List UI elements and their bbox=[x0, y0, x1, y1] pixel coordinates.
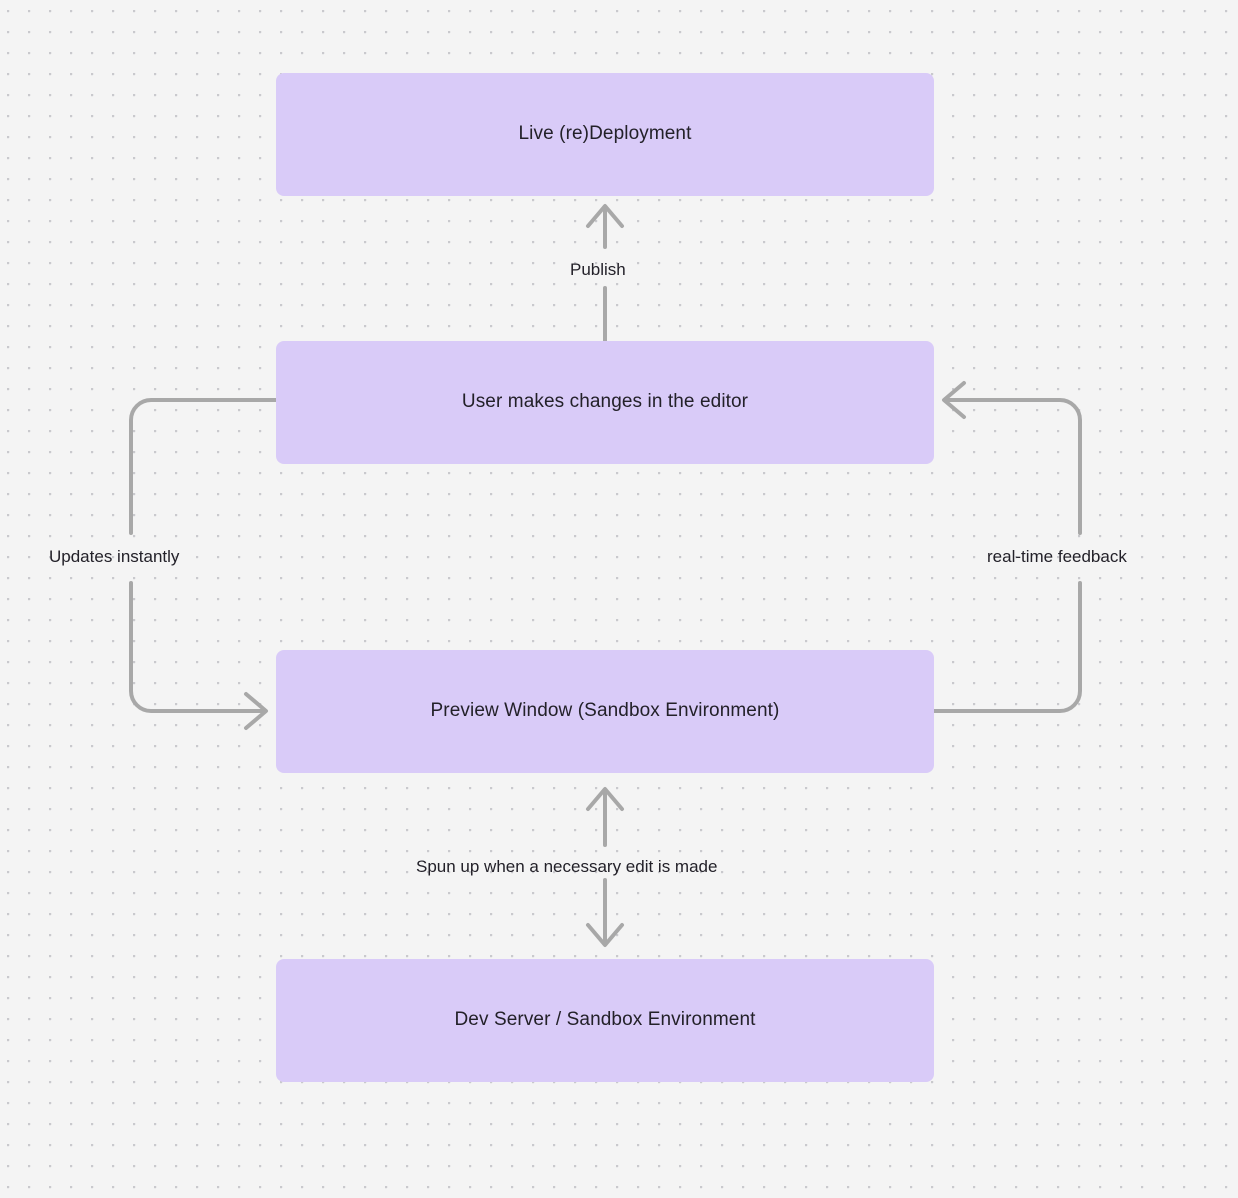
node-user-edits-label: User makes changes in the editor bbox=[461, 391, 749, 413]
edge-label-real-time-feedback: real-time feedback bbox=[987, 547, 1127, 566]
arrowhead-spun-up-top bbox=[586, 787, 624, 811]
node-dev-server[interactable]: Dev Server / Sandbox Environment bbox=[276, 959, 934, 1082]
arrowhead-publish bbox=[586, 204, 624, 228]
node-live-deployment[interactable]: Live (re)Deployment bbox=[276, 73, 934, 196]
node-user-makes-changes-in-the-editor[interactable]: User makes changes in the editor bbox=[276, 341, 934, 464]
edge-label-publish: Publish bbox=[570, 260, 626, 279]
edge-label-spun-up: Spun up when a necessary edit is made bbox=[416, 857, 718, 876]
node-live-deployment-label: Live (re)Deployment bbox=[518, 123, 692, 145]
node-preview-window[interactable]: Preview Window (Sandbox Environment) bbox=[276, 650, 934, 773]
node-dev-server-label: Dev Server / Sandbox Environment bbox=[454, 1009, 756, 1031]
edge-label-updates-instantly: Updates instantly bbox=[49, 547, 180, 566]
node-preview-window-label: Preview Window (Sandbox Environment) bbox=[430, 700, 780, 722]
arrowhead-updates-instantly bbox=[244, 692, 268, 730]
arrowhead-real-time-feedback bbox=[942, 381, 966, 419]
arrowhead-spun-up-bottom bbox=[586, 923, 624, 947]
